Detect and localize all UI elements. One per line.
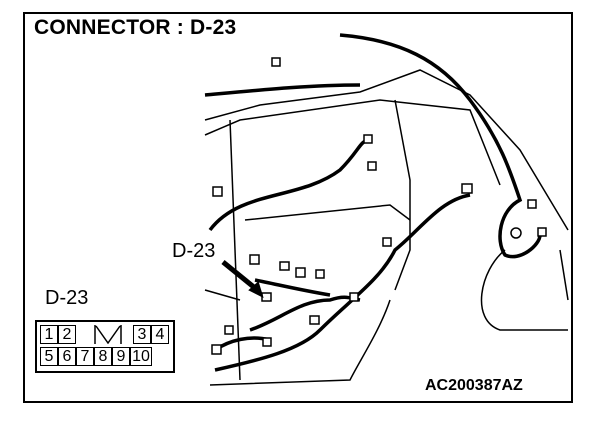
pin-8: 8 bbox=[94, 347, 112, 366]
connector-face-label: D-23 bbox=[45, 287, 89, 309]
pin-9: 9 bbox=[112, 347, 130, 366]
pin-3: 3 bbox=[133, 325, 151, 344]
callout-arrow bbox=[221, 260, 264, 298]
pin-5: 5 bbox=[40, 347, 58, 366]
pin-6: 6 bbox=[58, 347, 76, 366]
figure-code: AC200387AZ bbox=[425, 377, 523, 394]
figure-frame bbox=[23, 12, 573, 403]
pin-10: 10 bbox=[130, 347, 152, 366]
page-title: CONNECTOR : D-23 bbox=[34, 16, 237, 39]
pin-7: 7 bbox=[76, 347, 94, 366]
pin-4: 4 bbox=[151, 325, 169, 344]
connector-face-diagram: 1 2 3 4 5 6 7 8 9 10 bbox=[35, 320, 175, 373]
connector-callout-label: D-23 bbox=[172, 240, 216, 262]
wiring-harness bbox=[204, 33, 542, 372]
lock-key-icon bbox=[94, 325, 122, 344]
pin-1: 1 bbox=[40, 325, 58, 344]
vehicle-body-outline bbox=[204, 69, 569, 386]
pin-2: 2 bbox=[58, 325, 76, 344]
